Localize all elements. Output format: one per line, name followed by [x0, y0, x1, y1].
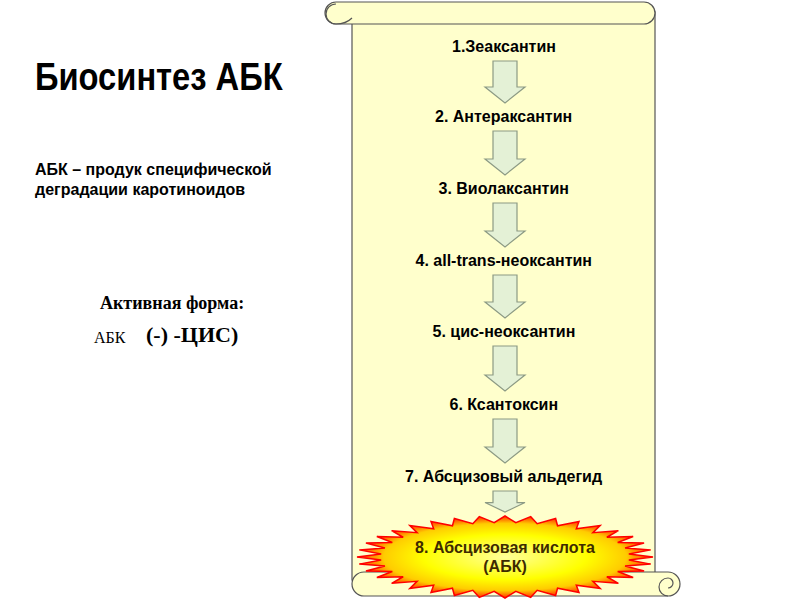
block-arrow — [485, 203, 525, 247]
step-text: 1.Зеаксантин — [448, 35, 562, 58]
scroll-body — [352, 12, 655, 580]
block-arrow — [485, 346, 525, 391]
step-node: 7. Абсцизовый альдегид — [401, 465, 609, 488]
step-text: 8. Абсцизовая кислота (АБК) — [396, 536, 614, 578]
step-text: 7. Абсцизовый альдегид — [401, 465, 609, 488]
block-arrow — [485, 275, 525, 318]
step-text: 6. Ксантоксин — [446, 393, 565, 416]
step-node: 6. Ксантоксин — [446, 393, 565, 416]
active-form-label: Активная форма: — [100, 292, 244, 315]
step-node: 4. all-trans-неоксантин — [412, 249, 599, 272]
title: Биосинтез АБК — [35, 56, 283, 99]
step-text: 3. Виолаксантин — [435, 177, 576, 200]
step-node: 3. Виолаксантин — [435, 177, 576, 200]
step-node: 1.Зеаксантин — [448, 35, 562, 58]
starburst-outline — [357, 516, 653, 598]
scroll-curl — [326, 4, 352, 24]
step-text: 4. all-trans-неоксантин — [412, 249, 599, 272]
block-arrow — [485, 131, 525, 175]
block-arrow — [485, 491, 525, 512]
step-text: 5. цис-неоксантин — [429, 320, 582, 343]
note-text: АБК – продук специфической деградации ка… — [35, 160, 335, 200]
block-arrow — [485, 419, 525, 463]
starburst-shape — [355, 514, 655, 600]
scroll-curl — [659, 578, 673, 596]
step-node: 2. Антераксантин — [431, 105, 579, 128]
isomer-label: (-) -ЦИС) — [146, 321, 238, 349]
block-arrow — [485, 61, 525, 103]
scroll-top-roll — [325, 2, 655, 24]
abk-label: АБК — [94, 328, 125, 348]
starburst-node: 8. Абсцизовая кислота (АБК) — [355, 514, 655, 600]
step-text: 2. Антераксантин — [431, 105, 579, 128]
step-node: 5. цис-неоксантин — [429, 320, 582, 343]
